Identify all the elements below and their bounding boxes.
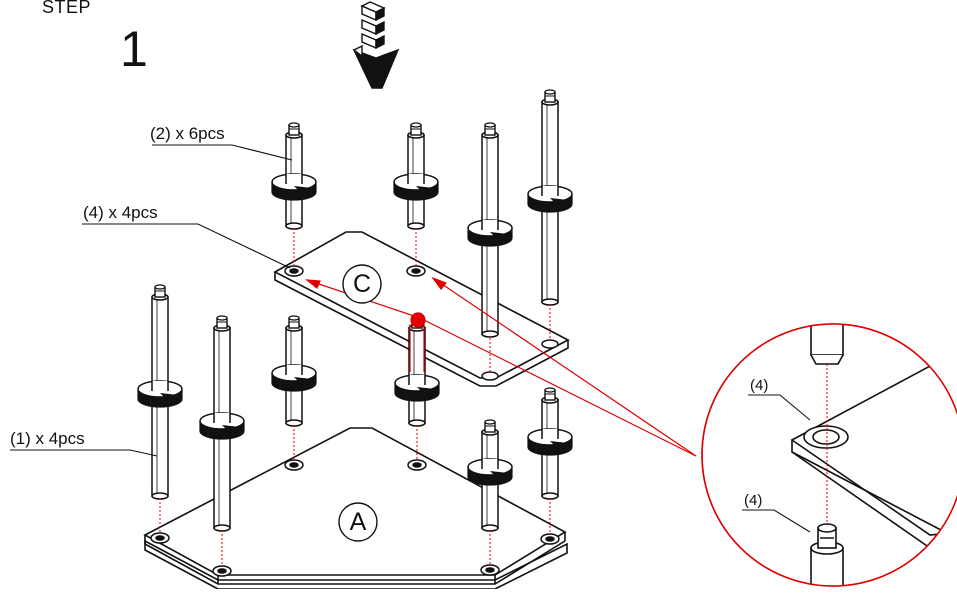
standoff [393, 122, 439, 230]
callout-part-2: (2) x 6pcs [150, 124, 225, 143]
plate-labels [338, 264, 382, 542]
washer [467, 458, 513, 486]
plate-c [273, 231, 570, 387]
detail-view [701, 323, 957, 587]
standoff [467, 122, 513, 338]
washer [199, 412, 245, 440]
alignment-lines [159, 228, 551, 567]
callout-part-1: (1) x 4pcs [10, 429, 85, 448]
washer [271, 364, 317, 392]
standoff [271, 122, 317, 230]
standoff [527, 89, 573, 306]
washer [271, 173, 317, 201]
callout-leaders [10, 144, 293, 457]
plate-a-letter: A [349, 508, 367, 536]
detail-washer-bottom: (4) [744, 492, 763, 509]
washer [527, 185, 573, 213]
plate-c-letter: C [352, 270, 372, 298]
standoff [271, 315, 317, 427]
washer [467, 219, 513, 247]
standoff [467, 419, 513, 532]
washer [527, 428, 573, 456]
washer [137, 380, 183, 408]
detail-leaders [305, 276, 697, 457]
standoff [137, 284, 183, 500]
washer [393, 173, 439, 201]
washer [394, 374, 440, 402]
detail-washer-top: (4) [750, 377, 769, 394]
standoff [527, 387, 573, 500]
step-label: STEP [42, 0, 92, 17]
down-arrow-icon [352, 1, 400, 89]
callout-part-4: (4) x 4pcs [83, 203, 158, 222]
standoff [199, 315, 245, 532]
step-number: 1 [120, 21, 148, 77]
